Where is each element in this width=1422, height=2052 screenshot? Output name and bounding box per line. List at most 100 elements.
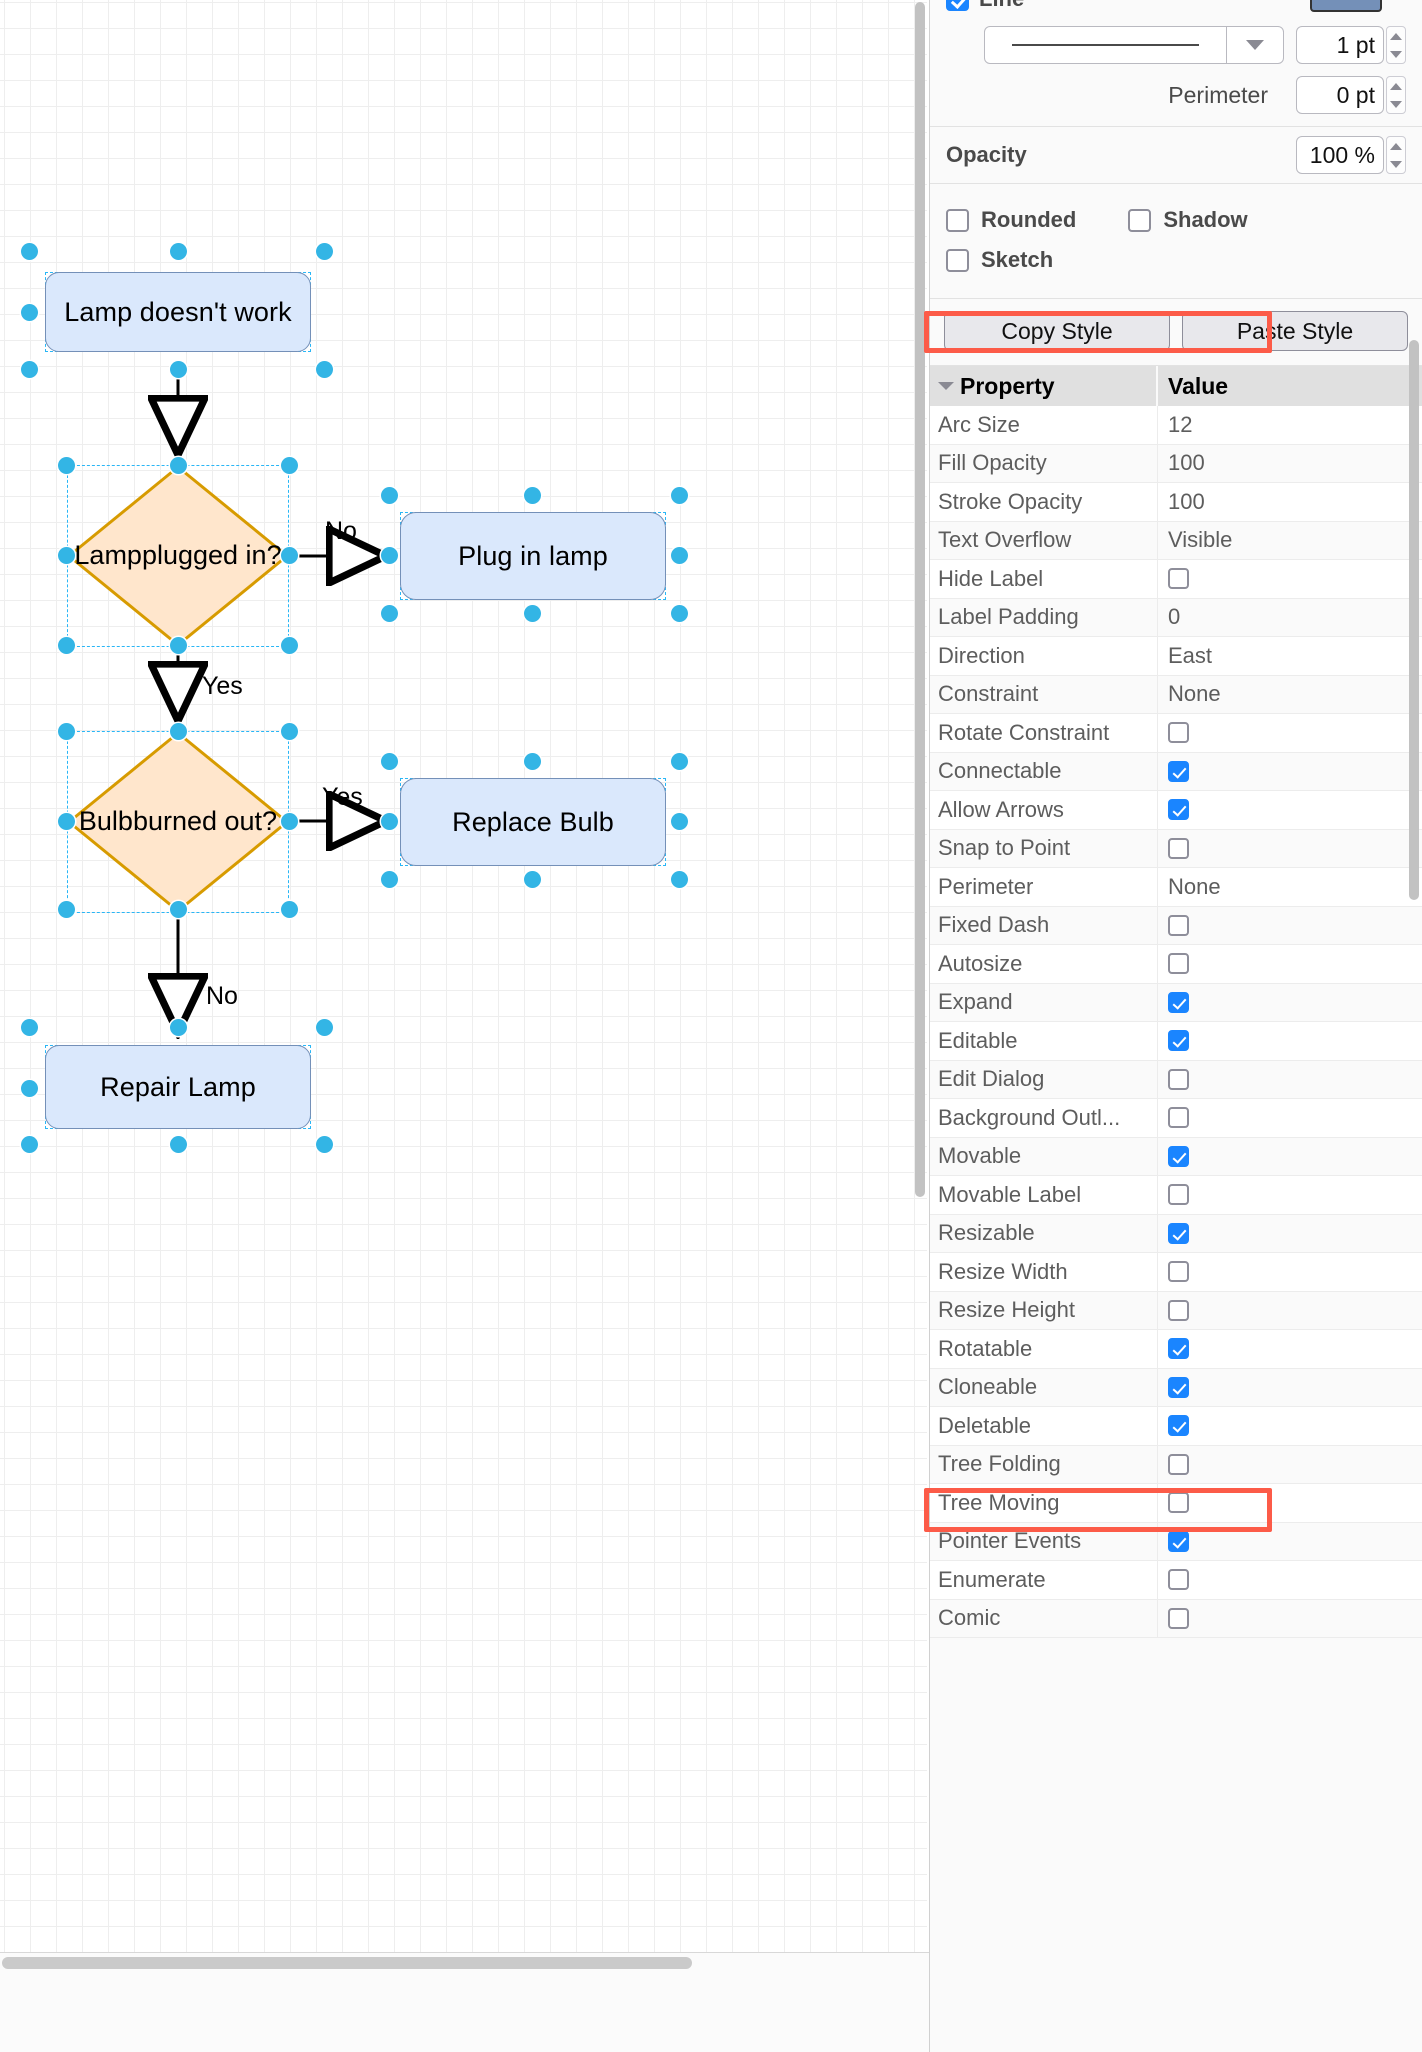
- property-value[interactable]: 0: [1158, 599, 1422, 637]
- property-value[interactable]: [1158, 714, 1422, 753]
- resize-handle-sw[interactable]: [381, 871, 398, 888]
- resize-handle-nw[interactable]: [21, 1019, 38, 1036]
- resize-handle-w[interactable]: [58, 547, 75, 564]
- property-value[interactable]: [1158, 1176, 1422, 1215]
- property-row-resizable[interactable]: Resizable: [930, 1214, 1422, 1253]
- property-value[interactable]: 100: [1158, 445, 1422, 483]
- property-value-checkbox[interactable]: [1168, 1376, 1189, 1398]
- canvas-vertical-scrollbar-thumb[interactable]: [915, 2, 925, 1197]
- property-value[interactable]: [1158, 1292, 1422, 1330]
- property-row-tree-folding[interactable]: Tree Folding: [930, 1445, 1422, 1484]
- resize-handle-se[interactable]: [671, 871, 688, 888]
- property-row-comic[interactable]: Comic: [930, 1599, 1422, 1638]
- property-value[interactable]: [1158, 1099, 1422, 1138]
- resize-handle-se[interactable]: [671, 605, 688, 622]
- resize-handle-s[interactable]: [170, 637, 187, 654]
- property-value-checkbox[interactable]: [1168, 1184, 1189, 1206]
- resize-handle-w[interactable]: [21, 1080, 38, 1097]
- property-value-checkbox[interactable]: [1168, 722, 1189, 744]
- rounded-checkbox[interactable]: [946, 208, 969, 232]
- stepper-down-icon[interactable]: [1387, 45, 1405, 63]
- opacity-field[interactable]: 100 %: [1296, 136, 1384, 174]
- property-value-checkbox[interactable]: [1168, 1569, 1189, 1591]
- resize-handle-n[interactable]: [524, 487, 541, 504]
- property-value[interactable]: [1158, 1523, 1422, 1561]
- resize-handle-nw[interactable]: [21, 243, 38, 260]
- property-value-checkbox[interactable]: [1168, 799, 1189, 821]
- property-row-resize-width[interactable]: Resize Width: [930, 1253, 1422, 1292]
- resize-handle-w[interactable]: [381, 547, 398, 564]
- property-value[interactable]: [1158, 1138, 1422, 1176]
- opacity-stepper[interactable]: [1386, 136, 1406, 174]
- property-column-header[interactable]: Property: [930, 366, 1158, 406]
- resize-handle-se[interactable]: [316, 361, 333, 378]
- resize-handle-se[interactable]: [316, 1136, 333, 1153]
- resize-handle-nw[interactable]: [381, 753, 398, 770]
- paste-style-button[interactable]: Paste Style: [1182, 311, 1408, 351]
- property-row-movable[interactable]: Movable: [930, 1137, 1422, 1176]
- resize-handle-e[interactable]: [281, 813, 298, 830]
- property-row-snap-to-point[interactable]: Snap to Point: [930, 829, 1422, 868]
- property-row-tree-moving[interactable]: Tree Moving: [930, 1484, 1422, 1523]
- perimeter-stepper[interactable]: [1386, 76, 1406, 114]
- resize-handle-e[interactable]: [671, 813, 688, 830]
- resize-handle-sw[interactable]: [58, 901, 75, 918]
- property-value[interactable]: [1158, 560, 1422, 599]
- resize-handle-ne[interactable]: [281, 723, 298, 740]
- property-value[interactable]: East: [1158, 637, 1422, 676]
- stepper-up-icon[interactable]: [1387, 27, 1405, 45]
- property-row-autosize[interactable]: Autosize: [930, 945, 1422, 984]
- resize-handle-w[interactable]: [21, 304, 38, 321]
- property-value-checkbox[interactable]: [1168, 991, 1189, 1013]
- line-color-swatch[interactable]: [1310, 0, 1382, 12]
- line-style-selector[interactable]: [984, 26, 1284, 64]
- property-value[interactable]: [1158, 1369, 1422, 1407]
- property-row-movable-label[interactable]: Movable Label: [930, 1176, 1422, 1215]
- property-row-rotatable[interactable]: Rotatable: [930, 1330, 1422, 1369]
- property-value[interactable]: [1158, 907, 1422, 945]
- panel-vertical-scrollbar-thumb[interactable]: [1409, 340, 1419, 900]
- resize-handle-ne[interactable]: [671, 753, 688, 770]
- property-value[interactable]: [1158, 1022, 1422, 1061]
- shadow-checkbox[interactable]: [1128, 208, 1152, 232]
- property-value-checkbox[interactable]: [1168, 1338, 1189, 1360]
- stepper-down-icon[interactable]: [1387, 95, 1405, 113]
- property-row-cloneable[interactable]: Cloneable: [930, 1368, 1422, 1407]
- property-row-background-outl[interactable]: Background Outl...: [930, 1099, 1422, 1138]
- canvas-horizontal-scrollbar-thumb[interactable]: [2, 1957, 692, 1969]
- property-row-fixed-dash[interactable]: Fixed Dash: [930, 906, 1422, 945]
- panel-vertical-scrollbar[interactable]: [1409, 340, 1419, 2040]
- property-row-connectable[interactable]: Connectable: [930, 752, 1422, 791]
- resize-handle-e[interactable]: [671, 547, 688, 564]
- property-value[interactable]: None: [1158, 868, 1422, 907]
- property-row-hide-label[interactable]: Hide Label: [930, 560, 1422, 599]
- property-value[interactable]: [1158, 945, 1422, 984]
- copy-style-button[interactable]: Copy Style: [944, 311, 1170, 351]
- node-lamp-doesnt-work[interactable]: Lamp doesn't work: [45, 272, 311, 352]
- stepper-down-icon[interactable]: [1387, 155, 1405, 173]
- resize-handle-e[interactable]: [281, 547, 298, 564]
- resize-handle-nw[interactable]: [381, 487, 398, 504]
- property-value[interactable]: [1158, 1253, 1422, 1292]
- property-value-checkbox[interactable]: [1168, 1222, 1189, 1244]
- property-value-checkbox[interactable]: [1168, 568, 1189, 590]
- property-row-rotate-constraint[interactable]: Rotate Constraint: [930, 714, 1422, 753]
- resize-handle-w[interactable]: [381, 813, 398, 830]
- property-value[interactable]: [1158, 830, 1422, 868]
- value-column-header[interactable]: Value: [1158, 366, 1422, 406]
- resize-handle-sw[interactable]: [58, 637, 75, 654]
- property-value[interactable]: [1158, 1215, 1422, 1253]
- edge-label-plugged-no[interactable]: No: [325, 517, 357, 545]
- property-row-resize-height[interactable]: Resize Height: [930, 1291, 1422, 1330]
- property-value[interactable]: [1158, 1061, 1422, 1099]
- property-value-checkbox[interactable]: [1168, 1530, 1189, 1552]
- property-value-checkbox[interactable]: [1168, 1453, 1189, 1475]
- resize-handle-n[interactable]: [524, 753, 541, 770]
- resize-handle-sw[interactable]: [21, 361, 38, 378]
